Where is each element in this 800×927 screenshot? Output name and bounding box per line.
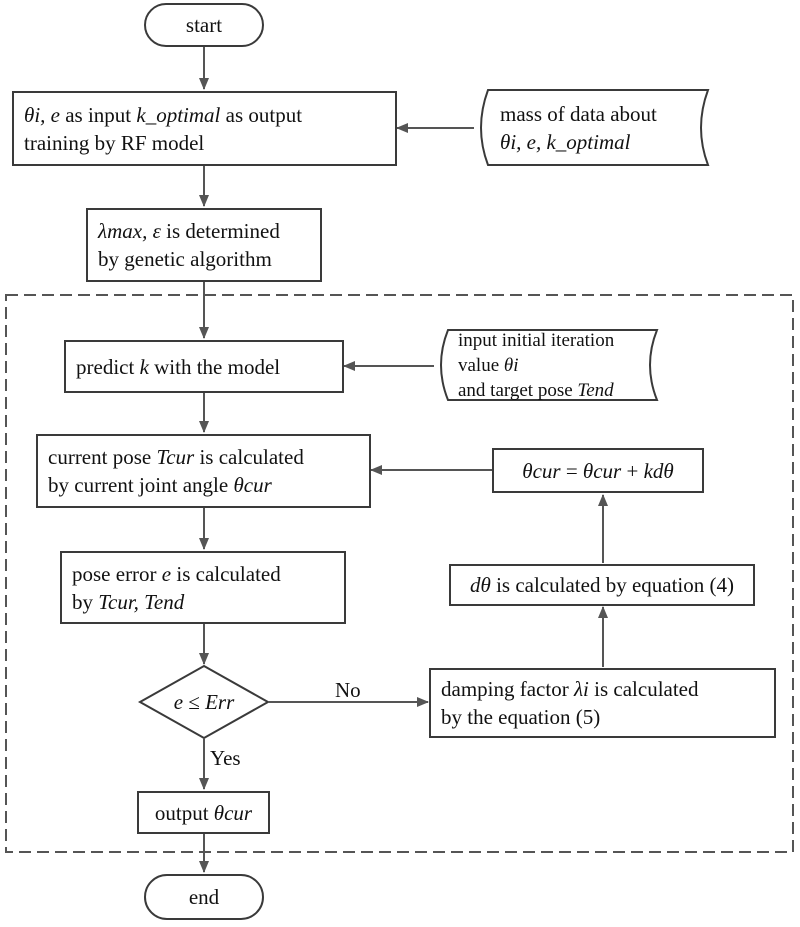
init-input-shape (440, 329, 659, 401)
theta-update-box: θcur = θcur + kdθ (492, 448, 704, 493)
iteration-loop-boundary (5, 294, 794, 853)
output-box: output θcur (137, 791, 270, 834)
dtheta-box: dθ is calculated by equation (4) (449, 564, 755, 606)
current-pose-box: current pose Tcur is calculated by curre… (36, 434, 371, 508)
start-label: start (185, 13, 223, 37)
predict-k-box: predict k with the model (64, 340, 344, 393)
data-input-text: mass of data about θi, e, k_optimal (500, 101, 657, 154)
train-vars: θi, e (24, 102, 60, 127)
end-node: end (144, 874, 264, 920)
init-input-text: input initial iteration value θi and tar… (458, 329, 615, 401)
start-node: start (144, 3, 264, 47)
no-branch-label: No (335, 678, 361, 702)
damping-factor-box: damping factor λi is calculated by the e… (429, 668, 776, 738)
yes-branch-label: Yes (210, 746, 241, 770)
pose-error-box: pose error e is calculated by Tcur, Tend (60, 551, 346, 624)
end-label: end (188, 885, 220, 909)
genetic-algorithm-box: λmax, ε is determined by genetic algorit… (86, 208, 322, 282)
rf-training-box: θi, e as input k_optimal as output train… (12, 91, 397, 166)
data-input-shape (480, 89, 710, 166)
decision-text: e ≤ Err (173, 690, 235, 714)
